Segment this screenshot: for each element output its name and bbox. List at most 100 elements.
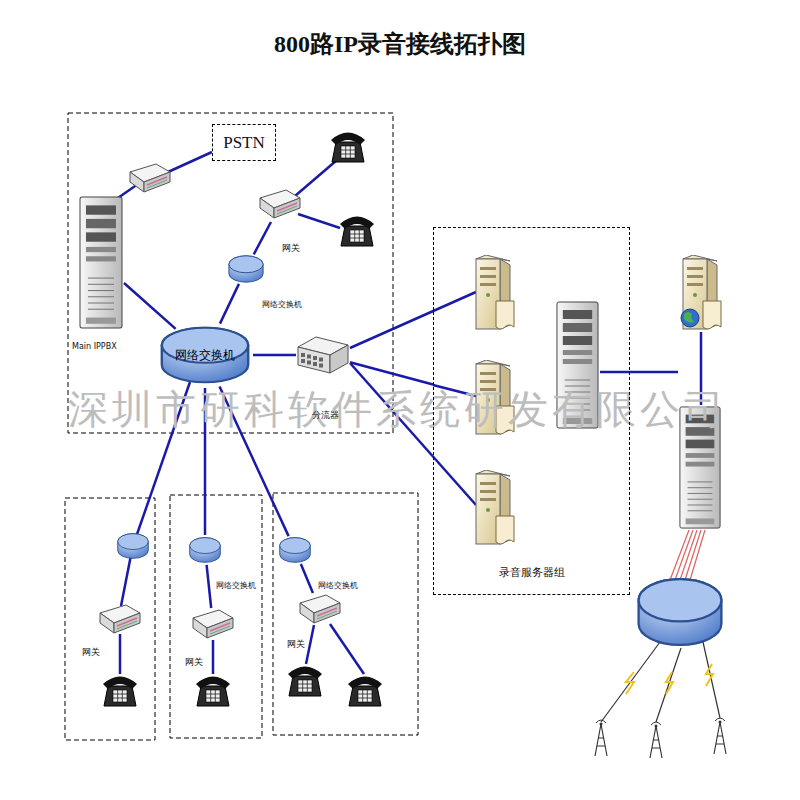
- label-holder: 网关: [287, 632, 305, 651]
- node-label: 网络交换机: [318, 581, 358, 590]
- label-holder: 网关: [82, 640, 100, 659]
- node-label: 录音服务器组: [499, 566, 565, 579]
- core-switch: 网络交换机: [157, 322, 253, 388]
- node-icon: [300, 595, 340, 623]
- red-cable: [670, 530, 705, 580]
- label-holder: Main IPPBX: [72, 334, 117, 353]
- node-icon: [260, 190, 300, 218]
- wire: [350, 363, 476, 505]
- modem-icon: [130, 164, 170, 192]
- network-switch: 网络交换机: [227, 253, 265, 285]
- node-label: 网络交换机: [216, 581, 256, 590]
- splitter: 分流器: [296, 335, 350, 375]
- label-holder: 网络交换机: [262, 292, 302, 311]
- network-link: [207, 565, 212, 608]
- node-icon: [193, 610, 233, 638]
- node-icon: [80, 197, 122, 328]
- phone-icon: [348, 677, 382, 707]
- node-icon: [190, 538, 221, 563]
- node-icon: [258, 188, 302, 222]
- node-icon: [278, 535, 312, 565]
- node-icon: [188, 535, 222, 565]
- network-link: [254, 222, 271, 254]
- wire: [295, 160, 337, 196]
- ippbx-server: Main IPPBX: [78, 195, 124, 330]
- wire: [350, 292, 476, 348]
- label-holder: 网络交换机: [216, 573, 256, 592]
- node-icon: [78, 195, 124, 330]
- label-holder: 网关: [185, 650, 203, 669]
- wire: [168, 152, 212, 172]
- node-label: 网络交换机: [175, 347, 235, 364]
- network-link: [301, 564, 313, 593]
- network-link: [124, 283, 176, 329]
- dashed-region: [273, 493, 418, 735]
- base-station-icon: [639, 579, 722, 645]
- network-link: [253, 354, 296, 357]
- node-label: 分流器: [312, 410, 339, 420]
- dashed-region: [170, 495, 262, 738]
- phone-icon: [103, 677, 137, 707]
- label-holder: 网关: [282, 236, 300, 255]
- network-switch: 网络交换机: [278, 535, 312, 565]
- node-label: 网关: [282, 243, 300, 253]
- node-label: 网关: [185, 657, 203, 667]
- lightning-symbol: [626, 664, 713, 694]
- node-icon: [298, 593, 342, 627]
- diagram-title: 800路IP录音接线拓扑图: [274, 31, 526, 57]
- label-holder: 录音服务器组: [434, 561, 629, 580]
- node-icon: [298, 337, 348, 373]
- wire: [298, 214, 340, 228]
- node-label: 网关: [287, 639, 305, 649]
- gateway: 网关: [191, 608, 235, 642]
- watermark: 深圳市研科软件系统研发有限公司: [68, 386, 728, 432]
- wire: [212, 640, 215, 674]
- node-icon: [191, 608, 235, 642]
- node-icon: [98, 603, 142, 637]
- node-icon: [280, 538, 311, 563]
- phone-icon: [340, 217, 374, 247]
- phone-icon: [196, 677, 230, 707]
- phone-icon: [288, 667, 322, 697]
- network-switch: 网络交换机: [188, 535, 222, 565]
- network-link: [350, 362, 433, 384]
- dashed-region: [68, 113, 393, 433]
- node-label: PSTN: [223, 133, 265, 153]
- node-icon: [229, 256, 263, 282]
- wire: [119, 634, 122, 674]
- node-icon: [162, 328, 248, 382]
- node-icon: [100, 605, 140, 633]
- wire: [330, 624, 364, 674]
- server-group: 录音服务器组: [433, 227, 630, 595]
- antenna-icon: [650, 722, 662, 758]
- wire: [600, 371, 678, 374]
- network-link: [220, 284, 239, 324]
- web-server-icon: [683, 255, 721, 329]
- phone-icon: [331, 133, 365, 163]
- node-icon: [227, 253, 265, 285]
- pstn-box: PSTN: [212, 124, 276, 161]
- switch-icon: [118, 534, 149, 559]
- dashed-region: [65, 498, 155, 740]
- wire: [306, 625, 314, 664]
- globe-icon: [681, 309, 699, 327]
- antenna-icon: [595, 720, 607, 756]
- label-holder: 网络交换机: [318, 573, 358, 592]
- antenna-icon: [714, 718, 726, 754]
- node-label: 网关: [82, 647, 100, 657]
- title-holder: 800路IP录音接线拓扑图: [0, 28, 800, 60]
- node-label: Main IPPBX: [72, 342, 117, 351]
- node-icon: [296, 335, 350, 375]
- gateway: 网关: [298, 593, 342, 627]
- recording-server-icon: [476, 470, 514, 544]
- globe-icon: [684, 312, 694, 323]
- watermark-holder: 深圳市研科软件系统研发有限公司: [68, 382, 728, 437]
- radio-link: [601, 642, 720, 722]
- gateway: 网关: [258, 188, 302, 222]
- label-holder: 分流器: [312, 403, 339, 422]
- gateway: 网关: [98, 603, 142, 637]
- recording-server-icon: [476, 255, 514, 329]
